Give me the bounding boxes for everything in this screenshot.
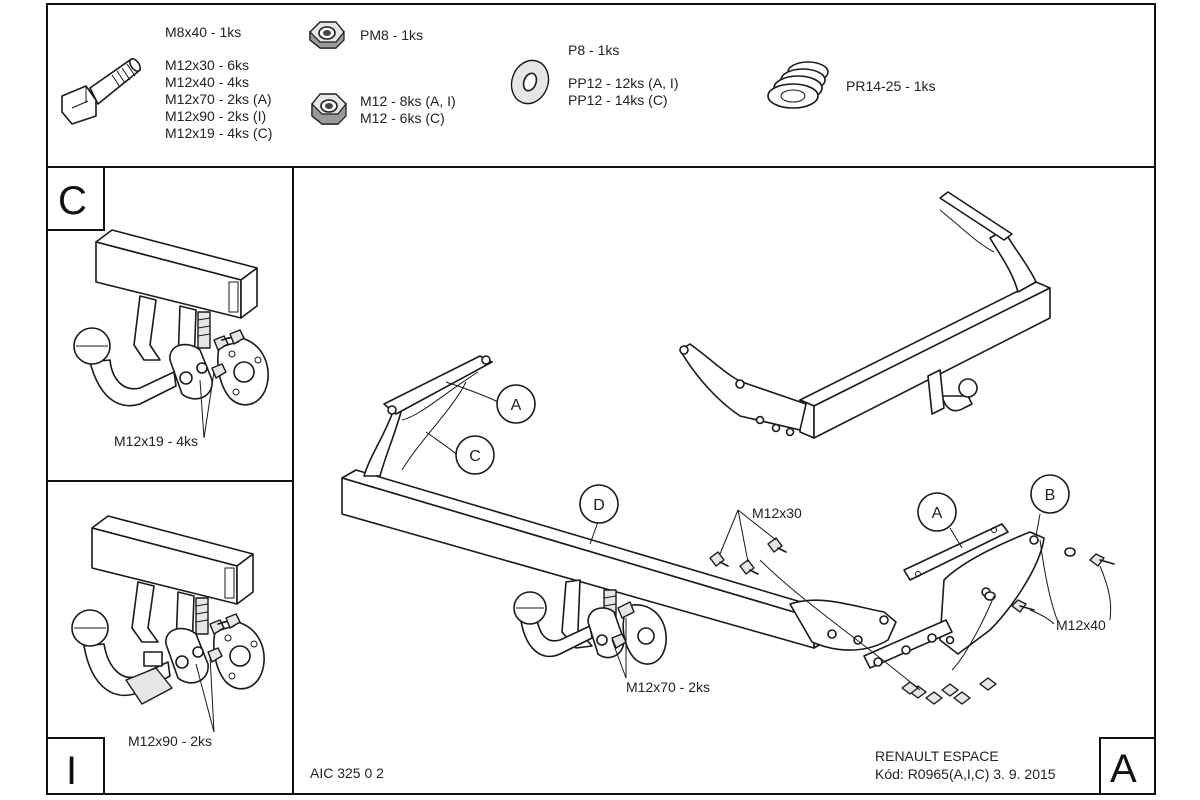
nut-pm8-label: PM8 - 1ks [360,27,423,43]
hex-bolt-icon [61,58,141,125]
nut-m12-label: M12 - 8ks (A, I) [360,93,456,109]
spring-washer-label: PR14-25 - 1ks [846,78,935,94]
bolt-m12x40-label: M12x40 [1056,617,1106,633]
nut-m12-label: M12 - 6ks (C) [360,110,445,126]
main-letter: A [1110,747,1137,791]
panel-i-bolt-label: M12x90 - 2ks [128,733,212,749]
bolt-m12-label: M12x30 - 6ks [165,57,249,73]
bolt-group [211,329,245,379]
bolt-group [207,613,241,663]
tube-end [240,267,258,319]
nylon-nut-icon [309,21,345,49]
callout-c-circle [455,435,495,475]
crossbar-top [799,281,1051,407]
callout-a-circle [917,492,957,532]
bolt-m12-label: M12x19 - 4ks (C) [165,125,272,141]
drawing-code: AIC 325 0 2 [310,765,384,781]
callout-b-circle [1030,474,1070,514]
bolt-m12-label: M12x70 - 2ks (A) [165,91,272,107]
ball-neck [89,359,177,407]
title-block: AIC 325 0 2 RENAULT ESPACE Kód: R0965(A,… [310,747,1137,791]
panel-i-letter-box [47,737,105,794]
panel-i-letter: I [66,749,77,793]
loose-fasteners [709,537,1115,705]
callout-d-circle [579,484,619,524]
washer-icon [510,59,550,105]
main-letter-box [1099,737,1155,794]
leader-lines [401,381,1112,691]
spring-washer-icon [767,61,829,109]
drawing-frames [46,3,1156,795]
washer-p8-label: P8 - 1ks [568,42,619,58]
panel-i: I M12x90 - 2ks [66,515,265,793]
main-crossbar [341,355,897,665]
side-bracket-b [863,523,1045,669]
callout-a-circle [496,384,536,424]
callout-d-label: D [593,497,605,514]
panel-c-bolt-label: M12x19 - 4ks [114,433,198,449]
lock-mechanism [125,667,173,705]
callout-b-label: B [1045,487,1056,504]
bolt-m12x70-label: M12x70 - 2ks [626,679,710,695]
bolt-m12-label: M12x40 - 4ks [165,74,249,90]
tie-plate-a [903,523,1009,581]
vehicle-name: RENAULT ESPACE [875,748,999,764]
bolt-m8-label: M8x40 - 1ks [165,24,241,40]
panel-c-letter: C [58,179,87,223]
washer-pp12-label: PP12 - 12ks (A, I) [568,75,678,91]
callout-c-label: C [469,448,481,465]
callout-a-label: A [511,397,522,414]
washer-pp12-label: PP12 - 14ks (C) [568,92,668,108]
panel-c: C M12x19 [58,179,269,449]
tube-end [236,553,254,605]
parts-list: M8x40 - 1ks M12x30 - 6ks M12x40 - 4ks M1… [61,21,935,141]
callout-a-label: A [932,505,943,522]
bolt-m12-label: M12x90 - 2ks (I) [165,108,266,124]
crossbar-front [813,287,1051,439]
drawing-kod: Kód: R0965(A,I,C) 3. 9. 2015 [875,766,1056,782]
panel-c-letter-box [47,167,105,231]
assembled-towbar-view [679,191,1051,439]
bolt-m12x30-label: M12x30 [752,505,802,521]
hex-nut-icon [311,93,347,125]
main-assembly: A C D A B M12x30 M12x70 - 2ks M12x40 [341,191,1115,705]
outer-frame [46,3,1156,795]
